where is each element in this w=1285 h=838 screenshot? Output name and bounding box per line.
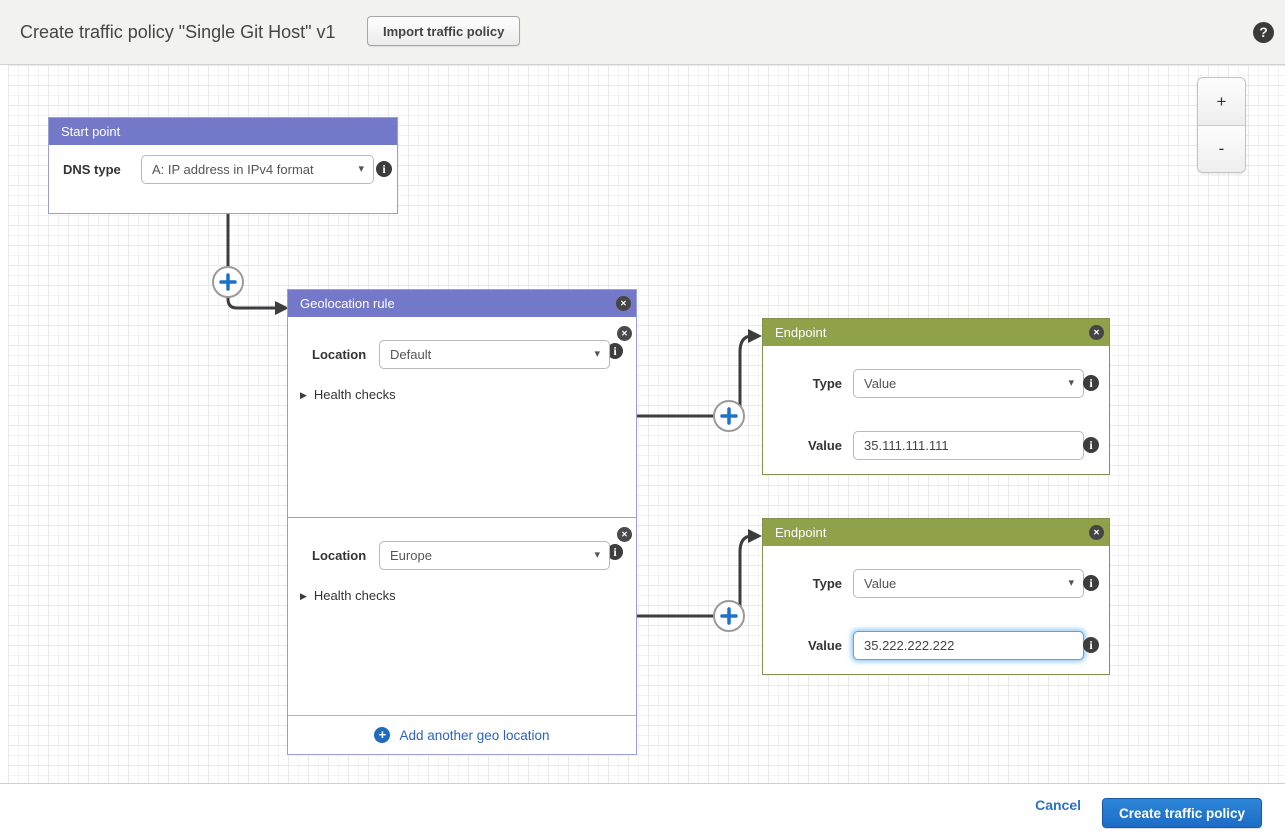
location-select[interactable]: Default ▾	[379, 340, 610, 369]
endpoint-type-label: Type	[812, 576, 842, 591]
start-point-title: Start point	[61, 124, 121, 139]
endpoint-type-info-icon[interactable]: i	[1083, 575, 1099, 591]
plus-circle-icon: +	[374, 727, 391, 743]
dns-type-select[interactable]: A: IP address in IPv4 format ▾	[141, 155, 374, 184]
chevron-down-icon: ▾	[594, 347, 600, 360]
page-title: Create traffic policy "Single Git Host" …	[20, 22, 336, 42]
location-select[interactable]: Europe ▾	[379, 541, 610, 570]
zoom-in-button[interactable]: +	[1198, 78, 1245, 125]
chevron-down-icon: ▾	[1068, 376, 1074, 389]
geo-rule-section: ✕ i Location Default ▾ ▶ Health checks	[288, 317, 636, 517]
endpoint-value-input[interactable]	[853, 631, 1084, 660]
add-geo-location-label: Add another geo location	[399, 727, 550, 743]
canvas-zoom-control: + -	[1197, 77, 1246, 173]
endpoint-value-info-icon[interactable]: i	[1083, 637, 1099, 653]
close-icon[interactable]: ✕	[1089, 325, 1104, 340]
endpoint-type-select[interactable]: Value ▾	[853, 569, 1084, 598]
connector-plus-icon[interactable]	[713, 600, 745, 632]
endpoint-value-label: Value	[808, 638, 842, 653]
location-info-icon[interactable]: i	[607, 343, 623, 359]
endpoint-header: Endpoint ✕	[763, 319, 1109, 346]
endpoint-title: Endpoint	[775, 525, 827, 540]
endpoint-type-label: Type	[812, 376, 842, 391]
location-info-icon[interactable]: i	[607, 544, 623, 560]
chevron-down-icon: ▾	[358, 162, 364, 175]
connector-plus-icon[interactable]	[212, 266, 244, 298]
endpoint-type-select[interactable]: Value ▾	[853, 369, 1084, 398]
create-traffic-policy-button[interactable]: Create traffic policy	[1101, 798, 1262, 828]
chevron-down-icon: ▾	[1068, 576, 1074, 589]
endpoint-title: Endpoint	[775, 325, 827, 340]
chevron-down-icon: ▾	[594, 548, 600, 561]
geolocation-rule-title: Geolocation rule	[300, 296, 395, 311]
location-label: Location	[312, 347, 367, 362]
dns-type-label: DNS type	[63, 162, 121, 177]
endpoint-node: Endpoint ✕ Type Value ▾ i Value i	[762, 518, 1110, 675]
add-geo-location-button[interactable]: + Add another geo location	[288, 715, 636, 754]
close-icon[interactable]: ✕	[617, 527, 632, 542]
import-traffic-policy-button[interactable]: Import traffic policy	[367, 16, 521, 46]
connector-plus-icon[interactable]	[713, 400, 745, 432]
help-icon[interactable]: ?	[1253, 22, 1274, 43]
bottom-action-bar: Cancel Create traffic policy	[0, 784, 1285, 838]
endpoint-node: Endpoint ✕ Type Value ▾ i Value i	[762, 318, 1110, 475]
triangle-right-icon: ▶	[300, 591, 307, 601]
cancel-button[interactable]: Cancel	[1035, 797, 1081, 813]
zoom-out-button[interactable]: -	[1198, 125, 1245, 172]
start-point-node: Start point DNS type A: IP address in IP…	[48, 117, 398, 214]
endpoint-value-info-icon[interactable]: i	[1083, 437, 1099, 453]
health-checks-toggle[interactable]: ▶ Health checks	[300, 387, 396, 402]
close-icon[interactable]: ✕	[616, 296, 631, 311]
endpoint-type-value: Value	[864, 376, 897, 391]
geolocation-rule-header: Geolocation rule ✕	[288, 290, 636, 317]
geolocation-rule-node: Geolocation rule ✕ ✕ i Location Default …	[287, 289, 637, 755]
endpoint-value-input[interactable]	[853, 431, 1084, 460]
start-point-header: Start point	[49, 118, 397, 145]
endpoint-type-info-icon[interactable]: i	[1083, 375, 1099, 391]
triangle-right-icon: ▶	[300, 390, 307, 400]
endpoint-value-label: Value	[808, 438, 842, 453]
geo-rule-section: ✕ i Location Europe ▾ ▶ Health checks	[288, 517, 636, 717]
close-icon[interactable]: ✕	[1089, 525, 1104, 540]
location-value: Europe	[390, 548, 432, 563]
dns-type-value: A: IP address in IPv4 format	[152, 162, 314, 177]
endpoint-header: Endpoint ✕	[763, 519, 1109, 546]
health-checks-label: Health checks	[313, 588, 396, 603]
location-label: Location	[312, 548, 367, 563]
health-checks-toggle[interactable]: ▶ Health checks	[300, 588, 396, 603]
close-icon[interactable]: ✕	[617, 326, 632, 341]
health-checks-label: Health checks	[313, 387, 396, 402]
top-bar: Create traffic policy "Single Git Host" …	[0, 0, 1285, 65]
dns-type-info-icon[interactable]: i	[376, 161, 392, 177]
location-value: Default	[390, 347, 432, 362]
endpoint-type-value: Value	[864, 576, 897, 591]
